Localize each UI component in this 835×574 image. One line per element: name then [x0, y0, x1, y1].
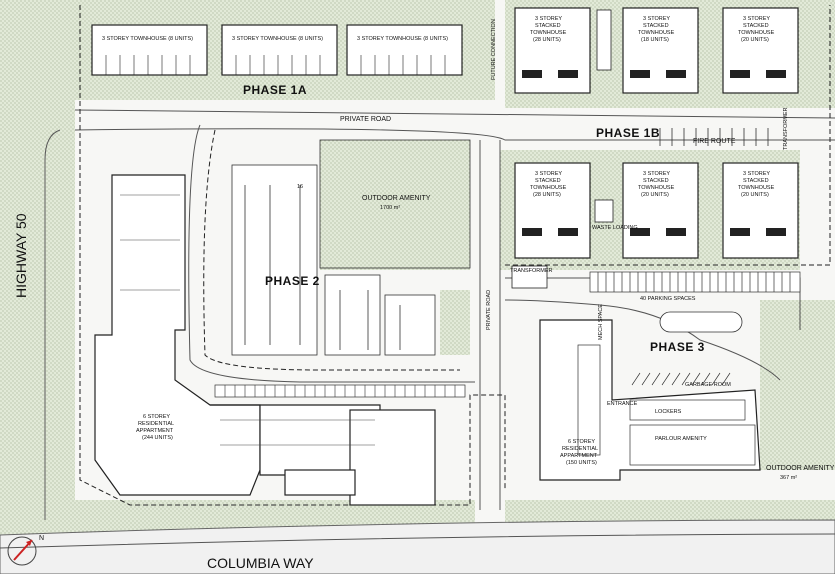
townhouse-label-1: 3 STOREY TOWNHOUSE (8 UNITS) — [102, 36, 193, 42]
phase-3-angled-parking — [631, 372, 731, 386]
stacked-c-line3: TOWNHOUSE — [738, 30, 775, 36]
townhouse-label-2: 3 STOREY TOWNHOUSE (8 UNITS) — [232, 36, 323, 42]
private-road-vertical-label: PRIVATE ROAD — [486, 290, 492, 330]
phase-2-parking — [214, 164, 466, 398]
stacked-f-line3: TOWNHOUSE — [738, 185, 775, 191]
stacked-f-line2: STACKED — [743, 178, 769, 184]
stacked-e-units: (20 UNITS) — [641, 192, 669, 198]
stacked-d-line1: 3 STOREY — [535, 171, 562, 177]
east-garbage-label: GARBAGE ROOM — [685, 382, 731, 388]
site-boundary-east — [505, 5, 831, 266]
fire-route-striping — [659, 128, 769, 146]
west-building-line3: APPARTMENT — [136, 428, 174, 434]
stacked-c-units: (20 UNITS) — [741, 37, 769, 43]
west-building-line1: 6 STOREY — [143, 414, 170, 420]
west-apartment-building — [94, 174, 436, 506]
stacked-b-line3: TOWNHOUSE — [638, 30, 675, 36]
stacked-b-units: (18 UNITS) — [641, 37, 669, 43]
phase-1b-north-townhouses: 3 STOREY STACKED TOWNHOUSE (28 UNITS) 3 … — [514, 7, 799, 94]
waste-loading-label: WASTE LOADING — [592, 225, 638, 231]
transformer-label: TRANSFORMER — [510, 268, 553, 274]
transformer-east-label: TRANSFORMER — [783, 108, 789, 151]
east-building-line4: (150 UNITS) — [566, 460, 597, 466]
north-arrow-icon — [7, 536, 37, 566]
stacked-f-units: (20 UNITS) — [741, 192, 769, 198]
phase-1a-townhouses: 3 STOREY TOWNHOUSE (8 UNITS) 3 STOREY TO… — [91, 24, 463, 76]
parking-spaces-label: 40 PARKING SPACES — [640, 296, 696, 302]
parking-count-label: 16 — [297, 184, 303, 190]
columbia-way-label: COLUMBIA WAY — [207, 555, 314, 571]
stacked-a-line2: STACKED — [535, 23, 561, 29]
east-entrance-label: ENTRANCE — [607, 401, 638, 407]
east-apartment-building — [539, 319, 761, 481]
stacked-c-line2: STACKED — [743, 23, 769, 29]
fire-route-label: FIRE ROUTE — [693, 138, 736, 145]
east-lockers-label: LOCKERS — [655, 409, 682, 415]
west-building-line4: (244 UNITS) — [142, 435, 173, 441]
highway-50-label: HIGHWAY 50 — [13, 213, 29, 298]
east-building-line3: APPARTMENT — [560, 453, 598, 459]
stacked-a-units: (28 UNITS) — [533, 37, 561, 43]
stacked-c-line1: 3 STOREY — [743, 16, 770, 22]
parking-row-phase-3 — [589, 271, 801, 293]
outdoor-amenity-area — [319, 139, 471, 269]
site-boundary — [79, 5, 506, 506]
west-building-line2: RESIDENTIAL — [138, 421, 174, 427]
east-lounge-label: PARLOUR AMENITY — [655, 436, 707, 442]
future-connection-label: FUTURE CONNECTION — [491, 19, 497, 80]
stacked-e-line1: 3 STOREY — [643, 171, 670, 177]
phase-1b-label: PHASE 1B — [596, 126, 660, 140]
outdoor-amenity-title: OUTDOOR AMENITY — [362, 195, 431, 202]
stacked-e-line2: STACKED — [643, 178, 669, 184]
stacked-d-units: (28 UNITS) — [533, 192, 561, 198]
stacked-e-line3: TOWNHOUSE — [638, 185, 675, 191]
east-mech-label: MECH SPACE — [598, 304, 604, 340]
phase-3-label: PHASE 3 — [650, 340, 705, 354]
stacked-a-line3: TOWNHOUSE — [530, 30, 567, 36]
east-building-line2: RESIDENTIAL — [562, 446, 598, 452]
stacked-f-line1: 3 STOREY — [743, 171, 770, 177]
transformer-box — [511, 265, 548, 289]
outdoor-amenity-area-text: 1700 m² — [380, 205, 400, 211]
stacked-b-line1: 3 STOREY — [643, 16, 670, 22]
phase-1a-label: PHASE 1A — [243, 83, 307, 97]
stacked-d-line3: TOWNHOUSE — [530, 185, 567, 191]
east-amenity-title: OUTDOOR AMENITY — [766, 465, 835, 472]
east-amenity-area: 367 m² — [780, 475, 797, 481]
phase-1b-south-townhouses: 3 STOREY STACKED TOWNHOUSE (28 UNITS) 3 … — [514, 162, 799, 259]
parking-island — [659, 311, 743, 333]
townhouse-label-3: 3 STOREY TOWNHOUSE (8 UNITS) — [357, 36, 448, 42]
east-building-line1: 6 STOREY — [568, 439, 595, 445]
north-label: N — [39, 535, 44, 542]
stacked-a-line1: 3 STOREY — [535, 16, 562, 22]
phase-2-label: PHASE 2 — [265, 274, 320, 288]
columbia-way-road — [0, 519, 835, 574]
stacked-d-line2: STACKED — [535, 178, 561, 184]
stacked-b-line2: STACKED — [643, 23, 669, 29]
private-road-label: PRIVATE ROAD — [340, 116, 391, 123]
